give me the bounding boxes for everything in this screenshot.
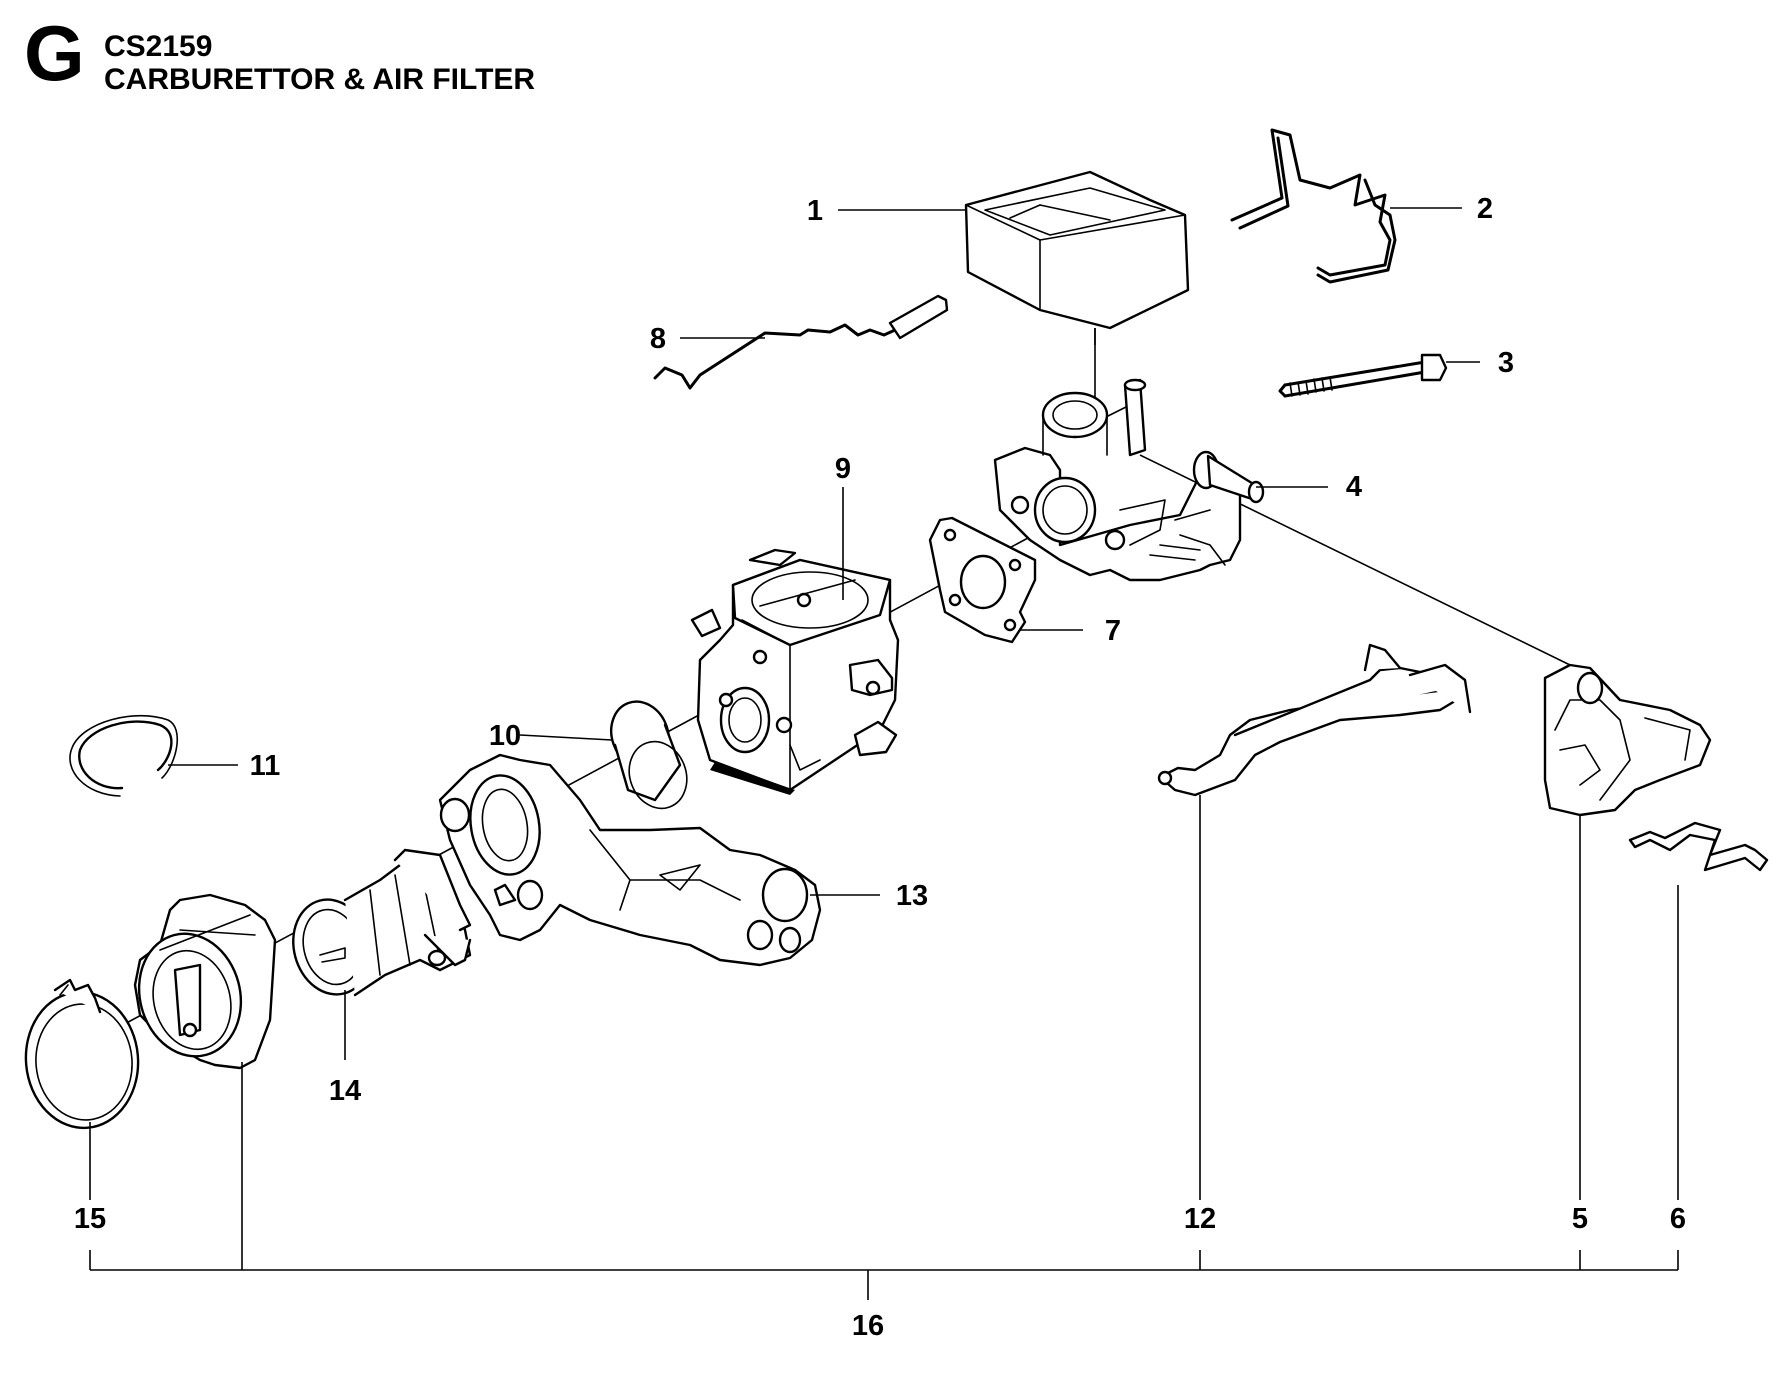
callout-6[interactable]: 6	[1670, 1203, 1686, 1235]
callout-12[interactable]: 12	[1184, 1203, 1216, 1235]
section-letter: G	[24, 9, 85, 97]
callout-16[interactable]: 16	[852, 1310, 884, 1342]
callout-7[interactable]: 7	[1105, 615, 1121, 647]
part-circlip[interactable]	[69, 714, 178, 797]
callout-4[interactable]: 4	[1346, 471, 1362, 503]
part-gasket[interactable]	[928, 516, 1037, 644]
page-title: CARBURETTOR & AIR FILTER	[104, 63, 536, 96]
callout-9[interactable]: 9	[835, 453, 851, 485]
part-throttle-rod[interactable]	[653, 294, 949, 390]
part-carb-housing[interactable]	[993, 378, 1265, 582]
callout-3[interactable]: 3	[1498, 347, 1514, 379]
page-header: G CS2159 CARBURETTOR & AIR FILTER	[0, 0, 700, 110]
callout-1[interactable]: 1	[807, 195, 823, 227]
part-screw[interactable]	[1278, 353, 1448, 398]
callout-13[interactable]: 13	[896, 880, 928, 912]
part-intake-boot[interactable]	[283, 848, 472, 1003]
part-bracket[interactable]	[1543, 663, 1712, 817]
callout-10[interactable]: 10	[489, 720, 521, 752]
part-air-filter[interactable]	[964, 170, 1190, 345]
part-lever[interactable]	[1157, 643, 1472, 797]
part-spring[interactable]	[1628, 821, 1769, 872]
callout-5[interactable]: 5	[1572, 1203, 1588, 1235]
callout-numbers: 1 2 3 4 5 6 7 8 9 10 11 12 13 14 15 16	[74, 193, 1686, 1342]
callout-leaders	[89, 207, 1679, 1300]
part-shroud[interactable]	[126, 893, 277, 1070]
part-hose-clamp[interactable]	[20, 978, 143, 1133]
callout-15[interactable]: 15	[74, 1203, 106, 1235]
callout-8[interactable]: 8	[650, 323, 666, 355]
model-number: CS2159	[104, 30, 213, 63]
callout-11[interactable]: 11	[250, 750, 281, 782]
callout-2[interactable]: 2	[1477, 193, 1493, 225]
part-wire-clip[interactable]	[1230, 128, 1397, 284]
part-intake-manifold[interactable]	[438, 753, 822, 967]
part-carburettor[interactable]	[690, 548, 900, 795]
callout-14[interactable]: 14	[329, 1075, 361, 1107]
part-sleeve[interactable]	[602, 693, 696, 816]
